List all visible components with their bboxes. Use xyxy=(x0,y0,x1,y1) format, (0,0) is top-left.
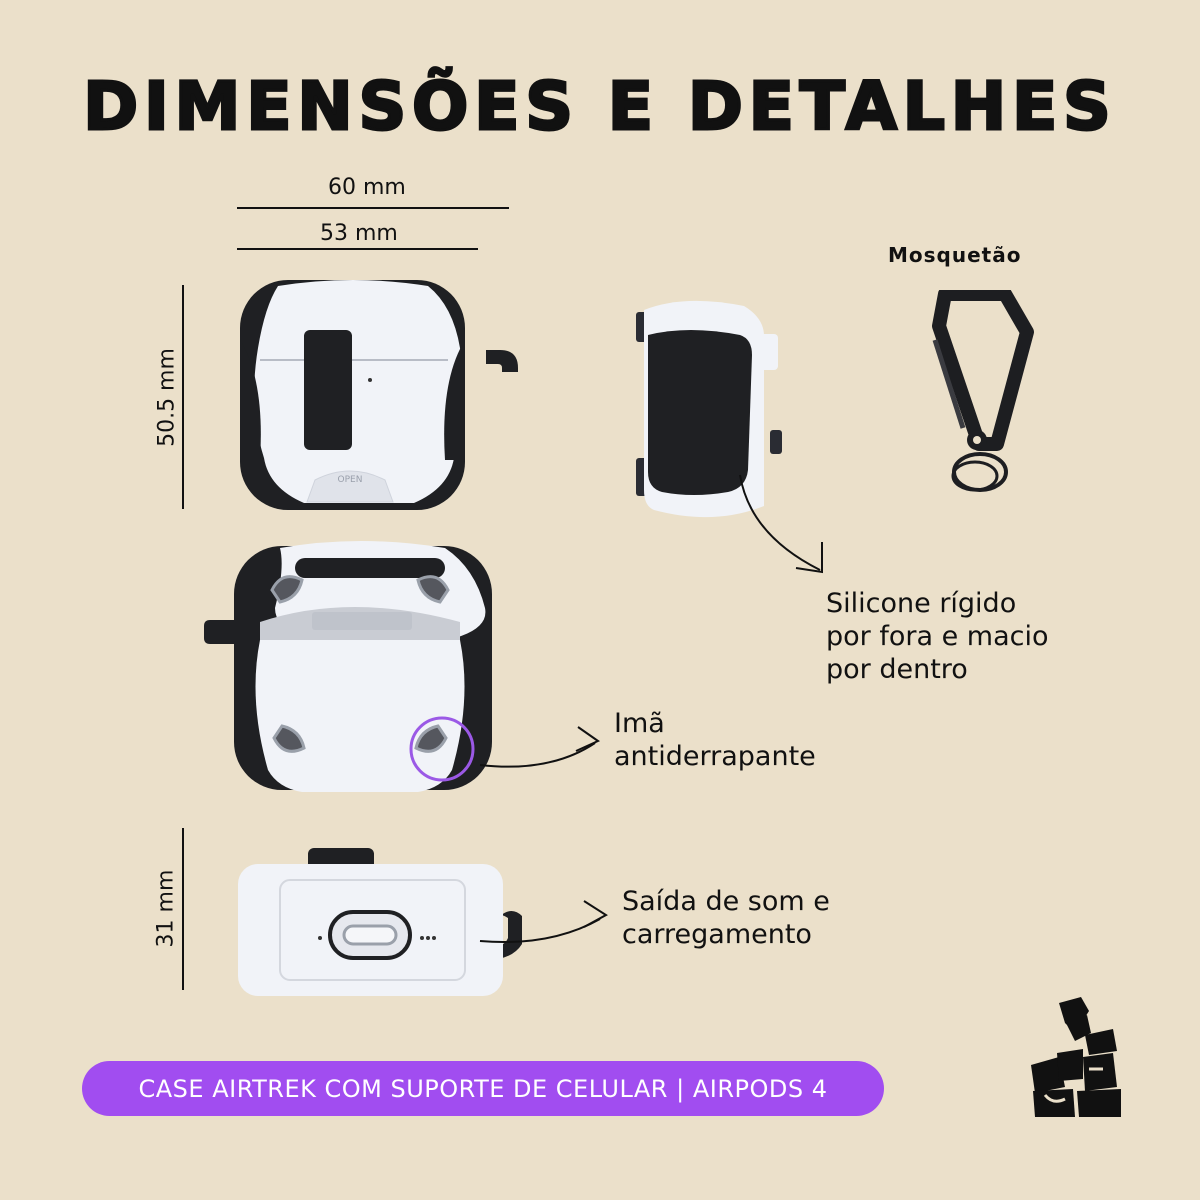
inner-width-line xyxy=(237,248,478,250)
brand-logo-icon xyxy=(1031,997,1121,1117)
outer-width-line xyxy=(237,207,509,209)
inner-width-label: 53 mm xyxy=(320,221,398,246)
magnet-line-1: Imã xyxy=(614,708,665,739)
magnet-line-2: antiderrapante xyxy=(614,741,816,772)
carabiner-label: Mosquetão xyxy=(888,243,1022,267)
arrow-port xyxy=(479,900,608,944)
case-front-view: OPEN xyxy=(240,280,518,510)
port-line-1: Saída de som e xyxy=(622,886,830,917)
case-bottom-view xyxy=(238,848,522,996)
material-line-2: por fora e macio xyxy=(826,621,1049,652)
height-line xyxy=(182,285,184,509)
depth-line xyxy=(182,828,184,990)
case-back-view xyxy=(204,541,492,792)
arrow-magnet xyxy=(479,726,601,768)
arrow-material xyxy=(739,474,823,574)
depth-label: 31 mm xyxy=(153,869,179,948)
open-label: OPEN xyxy=(338,475,363,485)
page-title: DIMENSÕES E DETALHES xyxy=(82,67,1117,147)
material-note: Silicone rígido por fora e macio por den… xyxy=(826,587,1049,686)
product-banner: CASE AIRTREK COM SUPORTE DE CELULAR | AI… xyxy=(82,1061,884,1116)
case-side-view xyxy=(636,300,782,518)
material-line-3: por dentro xyxy=(826,654,968,685)
outer-width-label: 60 mm xyxy=(328,175,406,200)
port-note: Saída de som e carregamento xyxy=(622,885,830,951)
magnet-note: Imã antiderrapante xyxy=(614,707,816,773)
carabiner-image xyxy=(932,290,1034,492)
material-line-1: Silicone rígido xyxy=(826,588,1017,619)
port-line-2: carregamento xyxy=(622,919,812,950)
height-label: 50.5 mm xyxy=(154,348,180,447)
